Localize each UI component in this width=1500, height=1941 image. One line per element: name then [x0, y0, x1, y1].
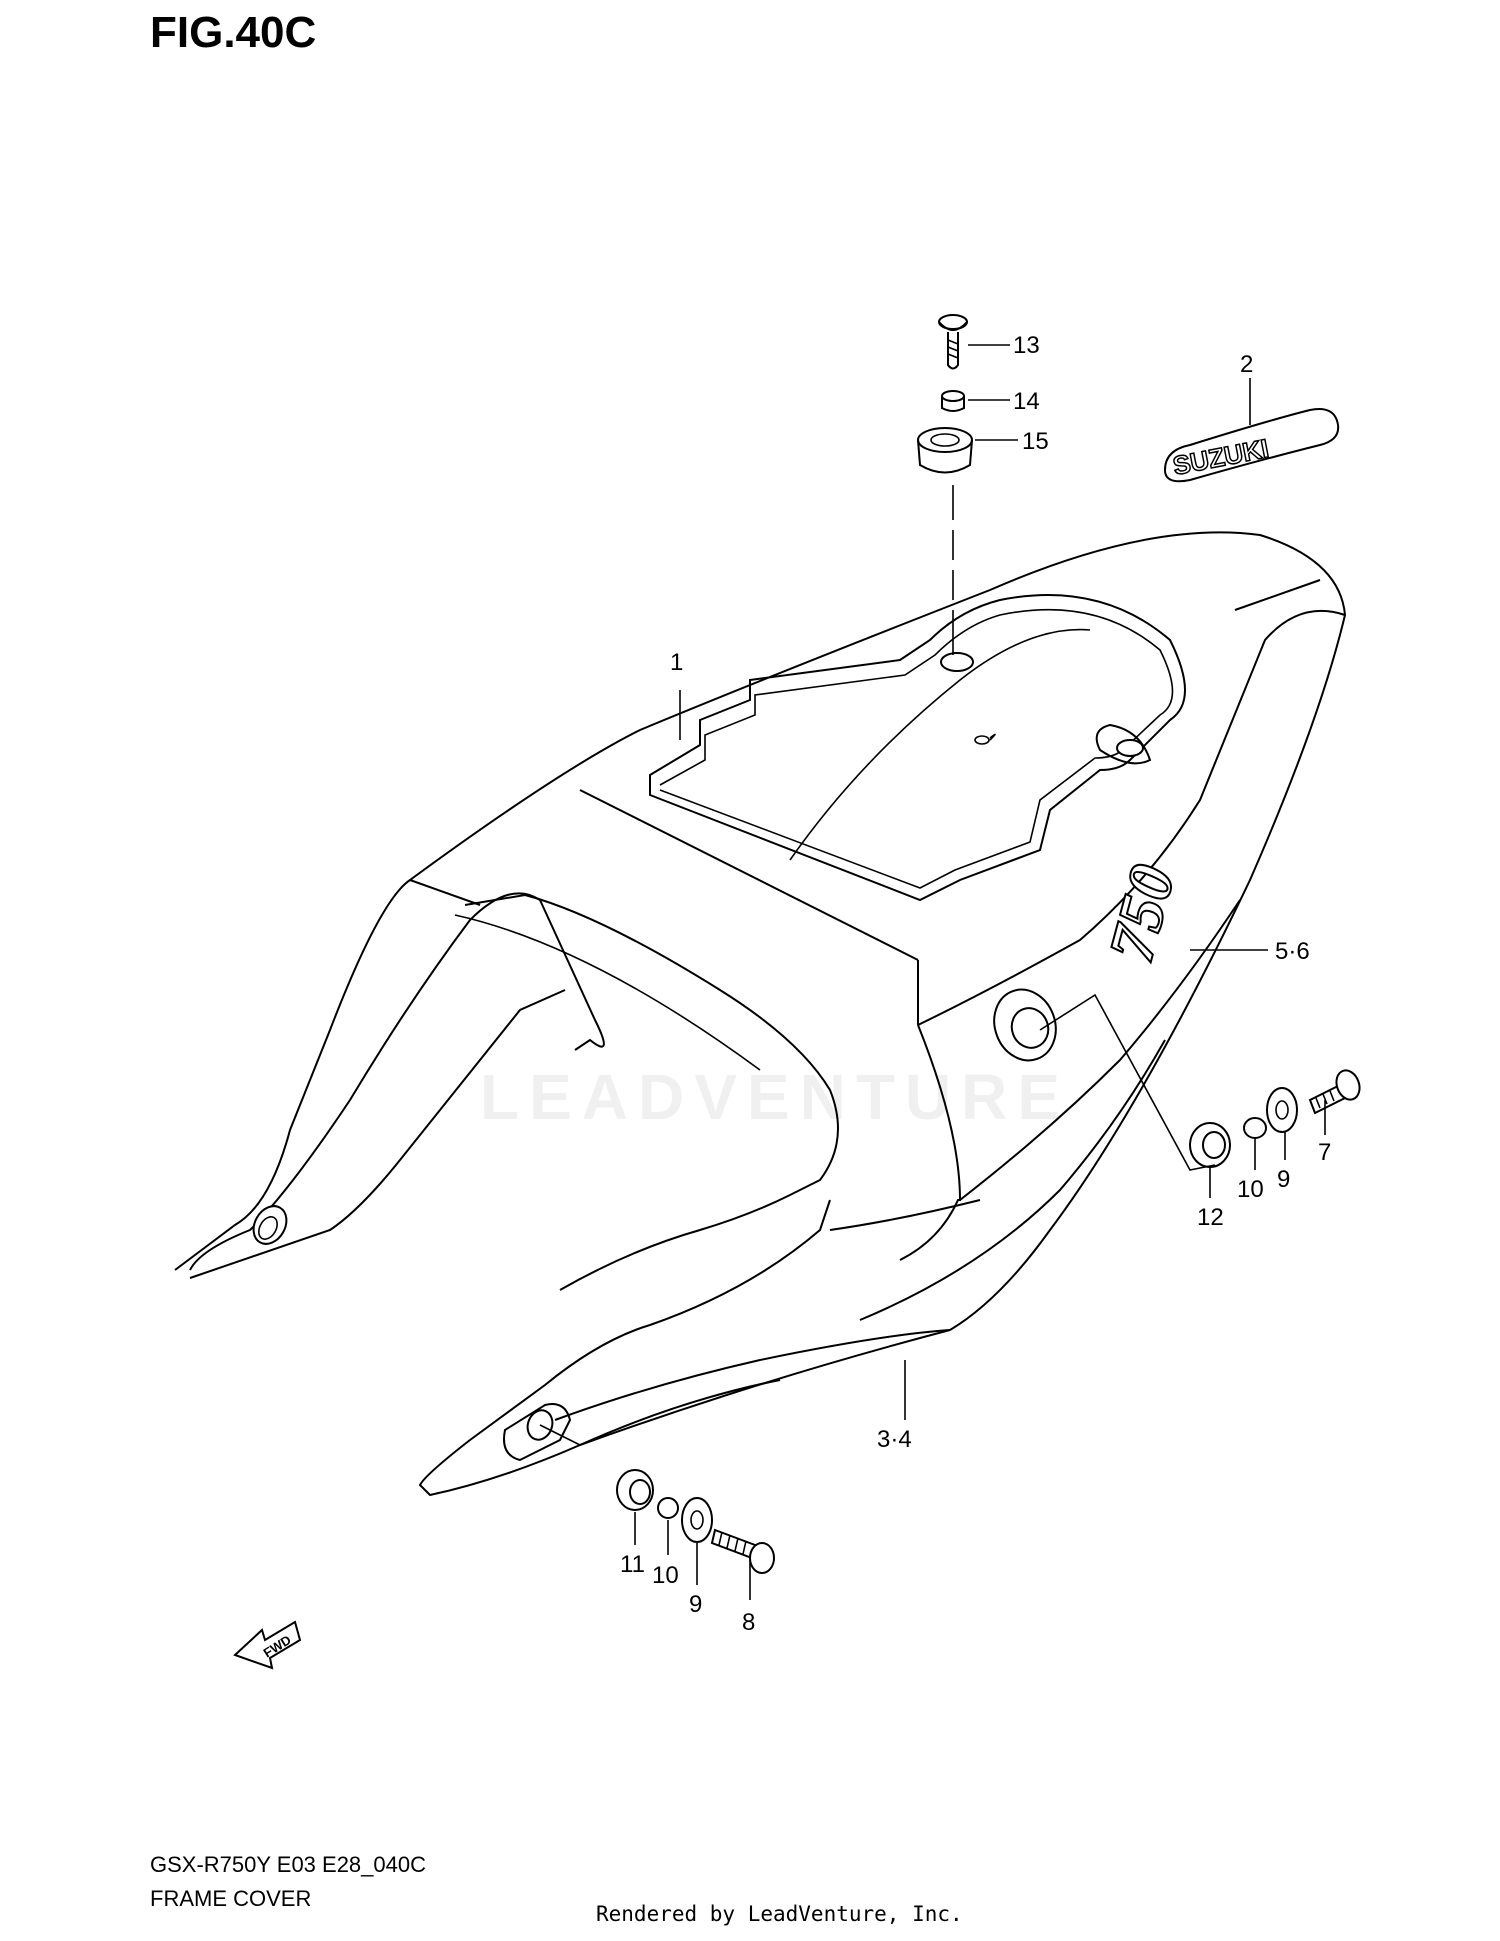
suzuki-emblem: SUZUKI: [1163, 408, 1340, 483]
callout-15: 15: [1022, 428, 1049, 455]
frame-cover-body: [174, 531, 1347, 1497]
bottom-screw: [710, 1528, 775, 1574]
callout-1: 1: [670, 649, 683, 676]
callout-13: 13: [1013, 332, 1040, 359]
callout-3-4: 3·4: [877, 1426, 912, 1453]
callout-7: 7: [1318, 1139, 1331, 1166]
callout-10-right: 10: [1237, 1176, 1264, 1203]
right-grommet: [1189, 1122, 1231, 1168]
callout-8: 8: [742, 1609, 755, 1636]
side-grommet-hole: [993, 988, 1057, 1062]
callout-5-6: 5·6: [1275, 938, 1310, 965]
callout-9-right: 9: [1277, 1166, 1290, 1193]
top-screw: [938, 314, 968, 370]
top-cushion: [917, 427, 973, 474]
decal-750-text: 750: [1095, 858, 1188, 969]
model-code: GSX-R750Y E03 E28_040C: [150, 1852, 426, 1877]
bottom-grommet: [616, 1469, 654, 1511]
callout-14: 14: [1013, 388, 1040, 415]
callout-9-bottom: 9: [689, 1591, 702, 1618]
figure-title: FIG.40C: [150, 8, 317, 57]
right-screw: [1308, 1069, 1361, 1115]
callout-10-bottom: 10: [652, 1562, 679, 1589]
section-name: FRAME COVER: [150, 1886, 312, 1911]
rendered-by-credit: Rendered by LeadVenture, Inc.: [596, 1902, 963, 1926]
seat-opening-frame: [649, 594, 1186, 902]
top-collar: [941, 390, 965, 412]
rear-tab-hole: [252, 1205, 288, 1245]
front-tab-hole: [503, 1403, 572, 1462]
watermark: LEADVENTURE: [480, 1061, 1071, 1133]
callout-12: 12: [1197, 1204, 1224, 1231]
right-washer: [1266, 1087, 1298, 1133]
right-collar: [1243, 1117, 1267, 1139]
callout-11: 11: [620, 1551, 645, 1578]
bottom-washer: [681, 1497, 713, 1543]
model-750-decal: 750: [1094, 857, 1189, 970]
forward-direction-arrow: FWD: [233, 1620, 302, 1670]
bottom-collar: [657, 1497, 679, 1519]
callout-2: 2: [1240, 351, 1253, 378]
callouts: 1 2 13 14 15 5·6 7 9 10 12 3·4 11: [620, 332, 1331, 1636]
